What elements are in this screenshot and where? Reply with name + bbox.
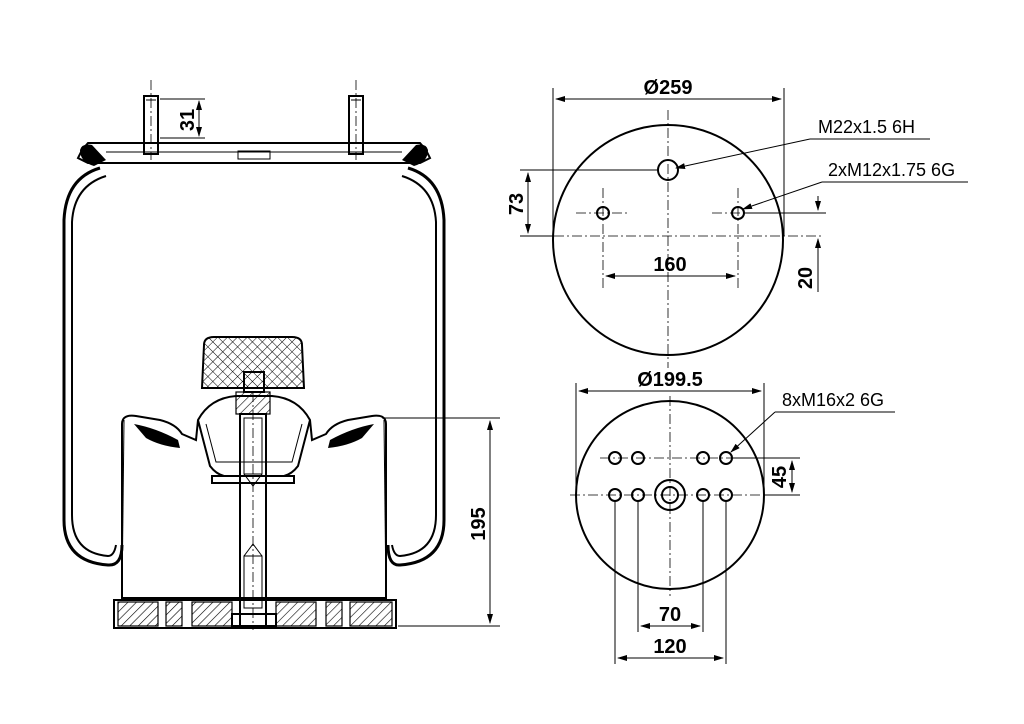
dim-label-31: 31 <box>177 109 199 131</box>
bottom-plate-view: Ø199.5 45 70 120 8xM16x2 6G <box>570 369 895 664</box>
dim-label-259: Ø259 <box>644 77 693 99</box>
dim-spacing-160: 160 <box>605 254 736 279</box>
bolt-hole <box>608 451 622 465</box>
dim-top-diameter: Ø259 <box>552 77 785 236</box>
dim-label-73: 73 <box>506 193 528 215</box>
callout-label-m16: 8xM16x2 6G <box>782 390 884 410</box>
top-stud-right <box>348 80 364 160</box>
dim-offset-20: 20 <box>744 196 826 292</box>
side-view: 31 <box>62 80 500 630</box>
dim-label-20: 20 <box>795 267 817 289</box>
dim-label-120: 120 <box>653 636 686 658</box>
callout-label-m12: 2xM12x1.75 6G <box>828 160 955 180</box>
top-plate-view: Ø259 73 160 20 M22x1.5 6H <box>506 77 968 368</box>
dim-label-199-5: Ø199.5 <box>637 369 703 391</box>
callout-label-m22: M22x1.5 6H <box>818 117 915 137</box>
dim-spacing-120: 120 <box>617 636 724 661</box>
dim-label-195: 195 <box>468 507 490 540</box>
dim-label-45: 45 <box>769 466 791 488</box>
bellow <box>62 166 446 567</box>
piston-base <box>113 599 397 629</box>
bolt-hole <box>696 451 710 465</box>
dim-height: 195 <box>382 417 500 627</box>
dim-stud-length: 31 <box>160 98 205 139</box>
bumper <box>200 336 306 393</box>
dim-offset-73: 73 <box>506 169 658 237</box>
top-stud-left <box>143 80 159 160</box>
callout-stud-threads: 2xM12x1.75 6G <box>742 160 968 210</box>
top-bead-plate <box>76 142 432 166</box>
dim-offset-45: 45 <box>732 457 800 496</box>
callout-holes: 8xM16x2 6G <box>730 390 895 453</box>
central-rod <box>235 391 271 630</box>
dim-label-70: 70 <box>659 604 681 626</box>
piston <box>121 395 387 599</box>
center-boss <box>654 479 686 511</box>
stud-hole-left <box>596 206 610 220</box>
dim-spacing-70: 70 <box>640 604 701 629</box>
dim-label-160: 160 <box>653 254 686 276</box>
bolt-holes <box>608 451 733 502</box>
dim-bottom-diameter: Ø199.5 <box>575 369 765 495</box>
bolt-hole <box>631 451 645 465</box>
callout-center-thread: M22x1.5 6H <box>675 117 930 170</box>
